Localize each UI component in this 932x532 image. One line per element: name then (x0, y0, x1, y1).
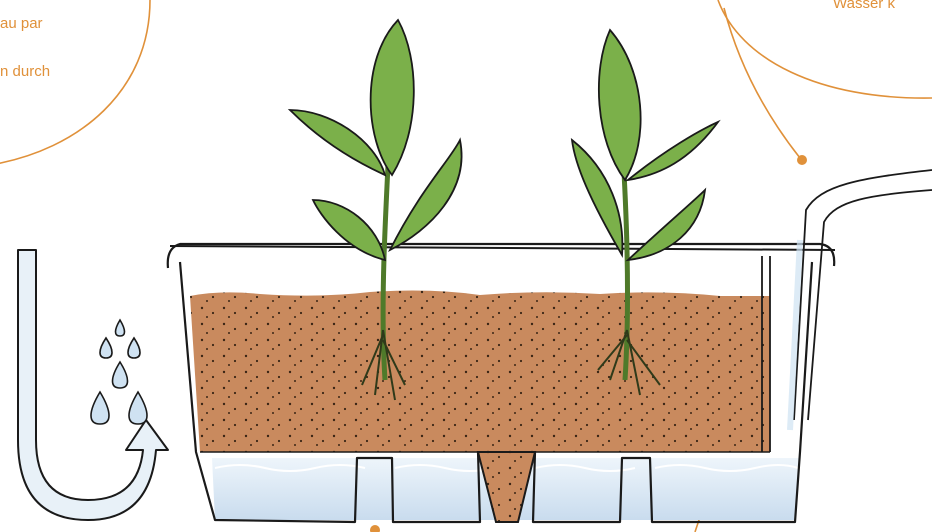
capillary-arrow (18, 250, 168, 520)
watering-hose (794, 170, 932, 420)
callout-dot-bottom-left (370, 525, 380, 532)
callout-circle-right (718, 0, 932, 98)
callout-circle-left (0, 0, 150, 165)
water-drops-icon (91, 320, 147, 424)
planter-rim (170, 246, 835, 250)
callout-dot-right (797, 155, 807, 165)
soil-layer (190, 291, 770, 452)
